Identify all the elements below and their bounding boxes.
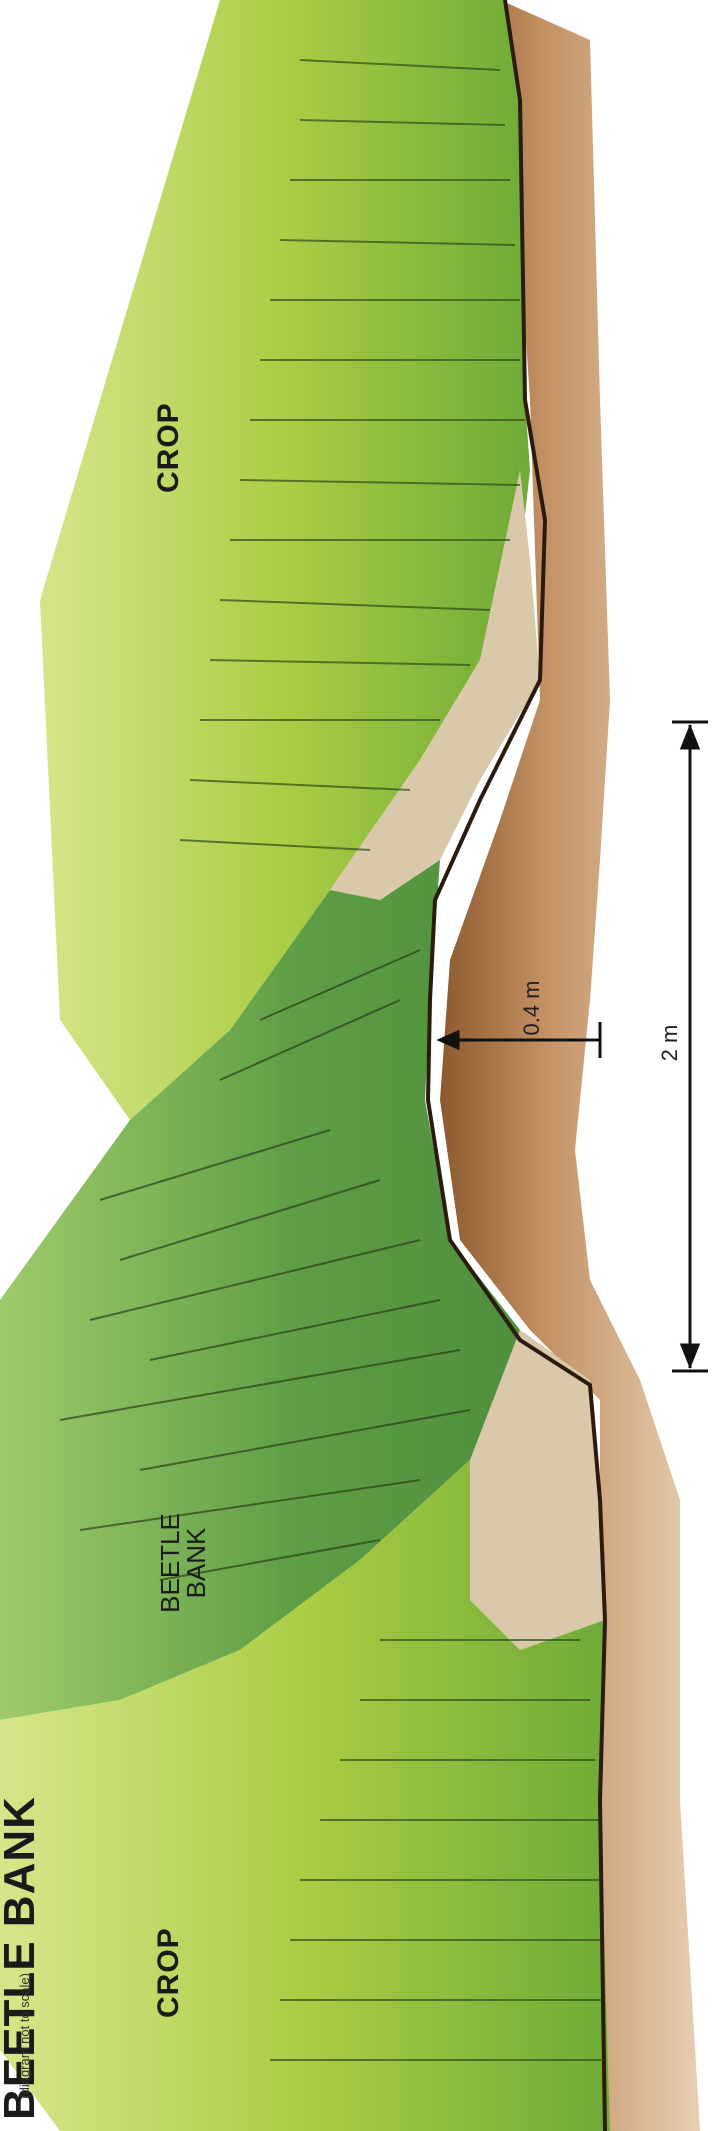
- scale-note: (diagram not to scale): [17, 1973, 33, 2123]
- width-dimension-label: 2 m: [657, 1018, 683, 1068]
- height-dimension-label: 0.4 m: [519, 973, 545, 1043]
- beetle-bank-label-line2: BANK: [183, 1508, 209, 1618]
- beetle-bank-label-line1: BEETLE: [157, 1508, 183, 1618]
- beetle-bank-label: BEETLE BANK: [157, 1508, 213, 1618]
- crop-label-top: CROP: [152, 403, 188, 493]
- crop-label-bottom: CROP: [152, 1928, 188, 2018]
